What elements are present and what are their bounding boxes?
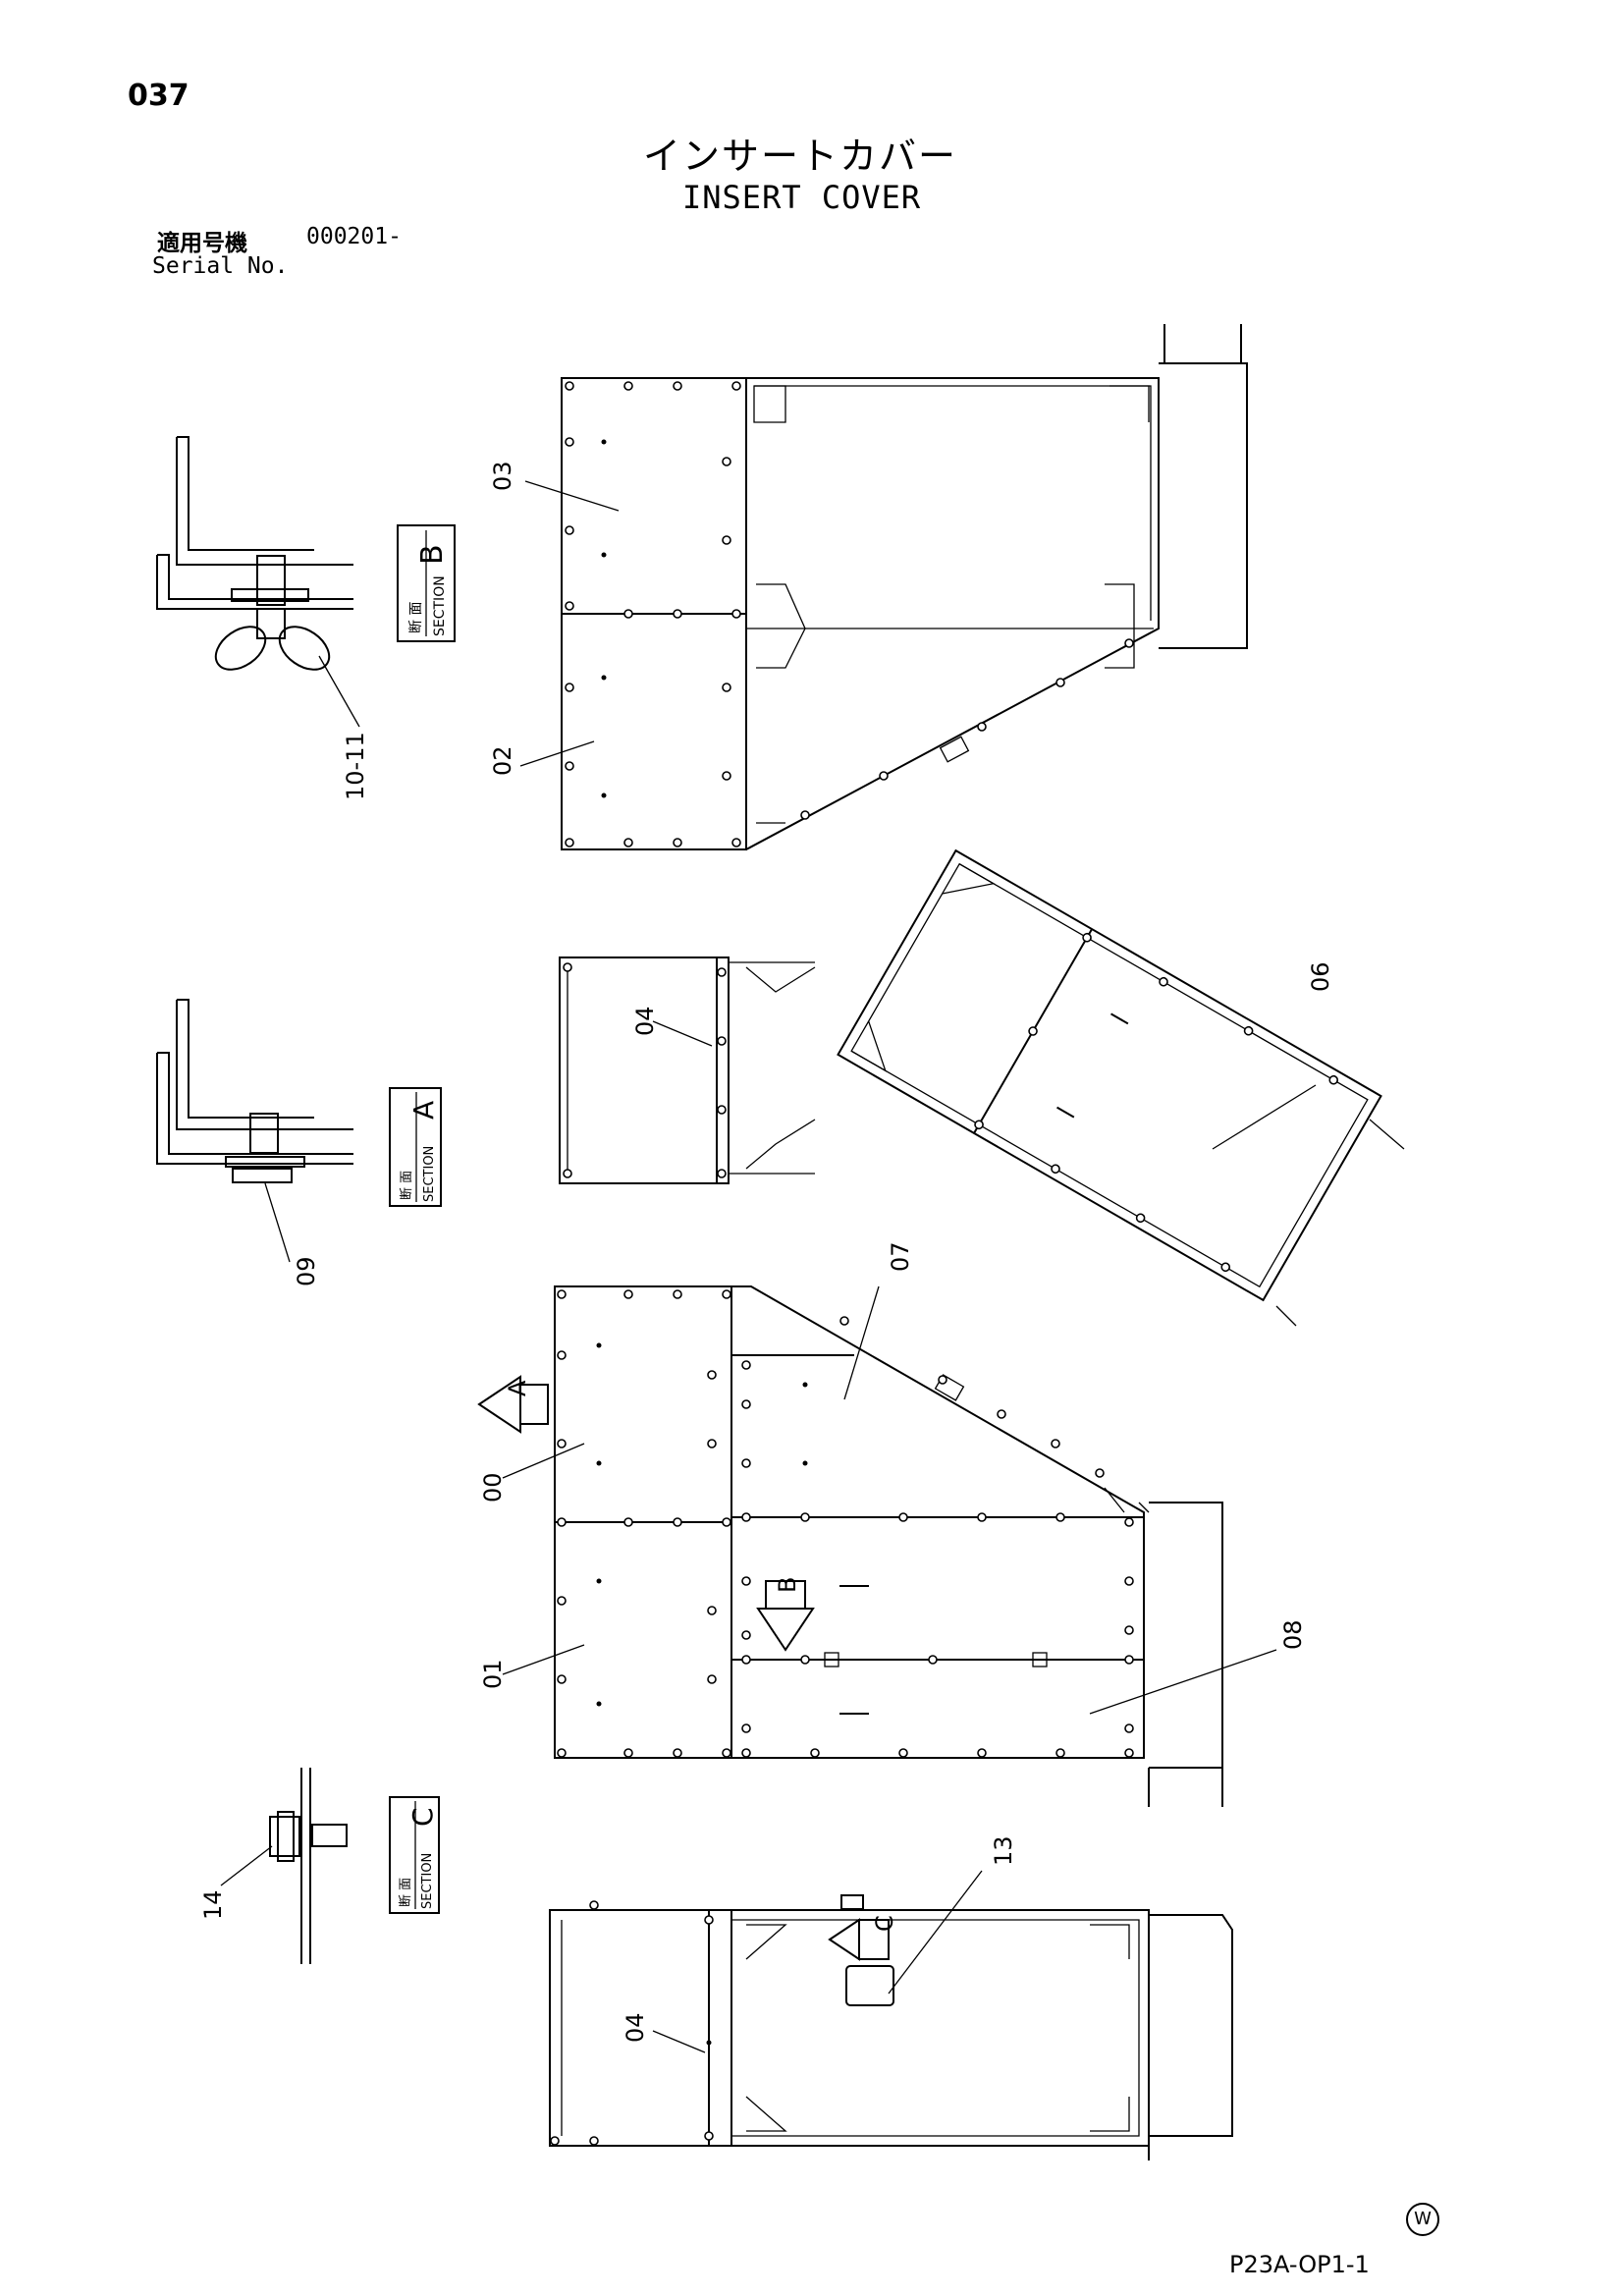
label-00: 00 <box>479 1472 507 1503</box>
section-b-jp: 断 面 <box>408 602 424 633</box>
serial-label-english: Serial No. <box>152 253 289 279</box>
label-02: 02 <box>489 745 516 776</box>
label-01: 01 <box>479 1659 507 1689</box>
section-c-word: SECTION <box>420 1853 435 1909</box>
view-marker-b-letter: B <box>774 1577 801 1593</box>
section-a-jp: 断 面 <box>400 1171 414 1200</box>
view-marker-c-letter: C <box>871 1915 898 1932</box>
middle-small-view <box>559 957 816 1184</box>
w-mark: W <box>1406 2203 1439 2236</box>
label-03: 03 <box>489 461 516 491</box>
label-04-bottom: 04 <box>622 2012 649 2043</box>
serial-number-value: 000201- <box>306 224 402 249</box>
page-number: 037 <box>128 79 189 113</box>
top-bolts <box>565 381 1134 847</box>
drawing-code: P23A-OP1-1 <box>1229 2251 1370 2278</box>
title-english: INSERT COVER <box>682 179 922 216</box>
lower-assembly <box>554 1285 1223 1807</box>
section-c-detail <box>269 1768 348 1964</box>
section-b-letter: B <box>415 544 450 565</box>
label-10-11: 10-11 <box>342 732 369 800</box>
label-07: 07 <box>887 1241 914 1272</box>
view-marker-c: C <box>828 1915 898 1961</box>
rotated-panel-06 <box>837 848 1382 1302</box>
serial-label-japanese: 適用号機 <box>157 231 247 256</box>
label-04-top: 04 <box>631 1006 659 1036</box>
lower-bolts <box>557 1289 1134 1758</box>
top-assembly <box>561 324 1248 850</box>
section-b-word: SECTION <box>432 575 448 636</box>
label-06: 06 <box>1307 961 1334 992</box>
section-a-detail <box>156 999 353 1183</box>
section-b-tag: 断 面 SECTION B <box>397 524 456 642</box>
section-a-word: SECTION <box>422 1146 437 1202</box>
section-a-tag: 断 面 SECTION A <box>389 1087 442 1207</box>
label-08: 08 <box>1279 1619 1307 1650</box>
view-marker-a: A <box>477 1375 549 1434</box>
view-marker-a-letter: A <box>504 1380 531 1396</box>
label-14: 14 <box>199 1889 227 1920</box>
view-marker-b: B <box>756 1577 815 1652</box>
section-c-jp: 断 面 <box>399 1878 413 1907</box>
bottom-view <box>549 1894 1233 2160</box>
section-b-detail <box>156 436 353 671</box>
title-japanese: インサートカバー <box>643 135 958 178</box>
label-09: 09 <box>293 1256 320 1286</box>
section-a-letter: A <box>407 1101 440 1120</box>
section-c-tag: 断 面 SECTION C <box>389 1796 440 1914</box>
label-13: 13 <box>990 1835 1017 1866</box>
section-c-letter: C <box>406 1807 439 1827</box>
